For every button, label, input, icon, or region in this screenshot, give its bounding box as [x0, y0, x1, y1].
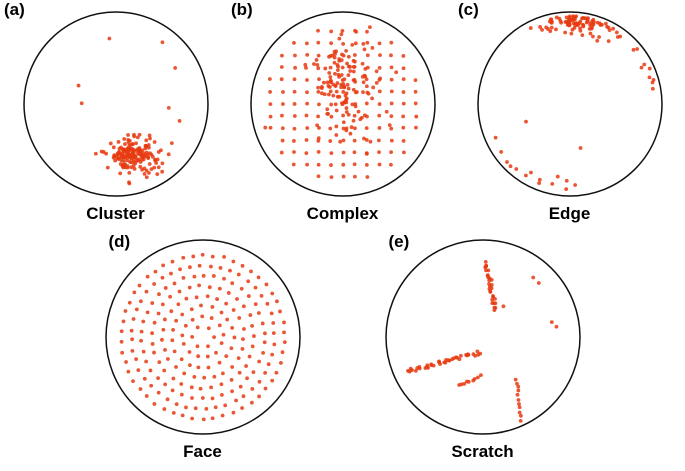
panel-label-e: (e)	[388, 232, 410, 251]
wafer-outline-circle	[104, 239, 301, 435]
defect-dots	[119, 252, 287, 422]
wafer-map-edge	[476, 11, 663, 197]
bottom-row: (d) Face (e) Scratch	[0, 230, 685, 462]
wafer-map-scratch	[384, 239, 581, 435]
panel-label-d: (d)	[108, 232, 131, 251]
panel-label-c: (c)	[458, 0, 479, 19]
defect-dots	[493, 14, 655, 192]
panel-label-a: (a)	[4, 0, 25, 19]
panel-complex: (b) Complex	[229, 0, 456, 224]
wafer-outline-circle	[476, 11, 663, 197]
panel-caption-cluster: Cluster	[86, 204, 145, 223]
panel-caption-complex: Complex	[306, 204, 379, 223]
wafer-map-face	[104, 239, 301, 435]
panel-cluster: (a) Cluster	[2, 0, 229, 224]
defect-dots	[405, 259, 558, 423]
panel-label-b: (b)	[231, 0, 253, 19]
wafer-outline-circle	[249, 11, 436, 197]
top-row: (a) Cluster (b) Complex (c) Edge	[0, 0, 685, 224]
defect-dots	[262, 25, 418, 180]
wafer-map-complex	[249, 11, 436, 197]
panel-edge: (c) Edge	[456, 0, 683, 224]
panel-face: (d) Face	[81, 230, 325, 462]
panel-caption-edge: Edge	[548, 204, 591, 223]
defect-dots	[76, 36, 181, 186]
panel-scratch: (e) Scratch	[361, 230, 605, 462]
panel-caption-face: Face	[183, 442, 222, 461]
wafer-outline-circle	[22, 11, 209, 197]
wafer-outline-circle	[384, 239, 581, 435]
wafer-map-cluster	[22, 11, 209, 197]
panel-caption-scratch: Scratch	[451, 442, 514, 461]
